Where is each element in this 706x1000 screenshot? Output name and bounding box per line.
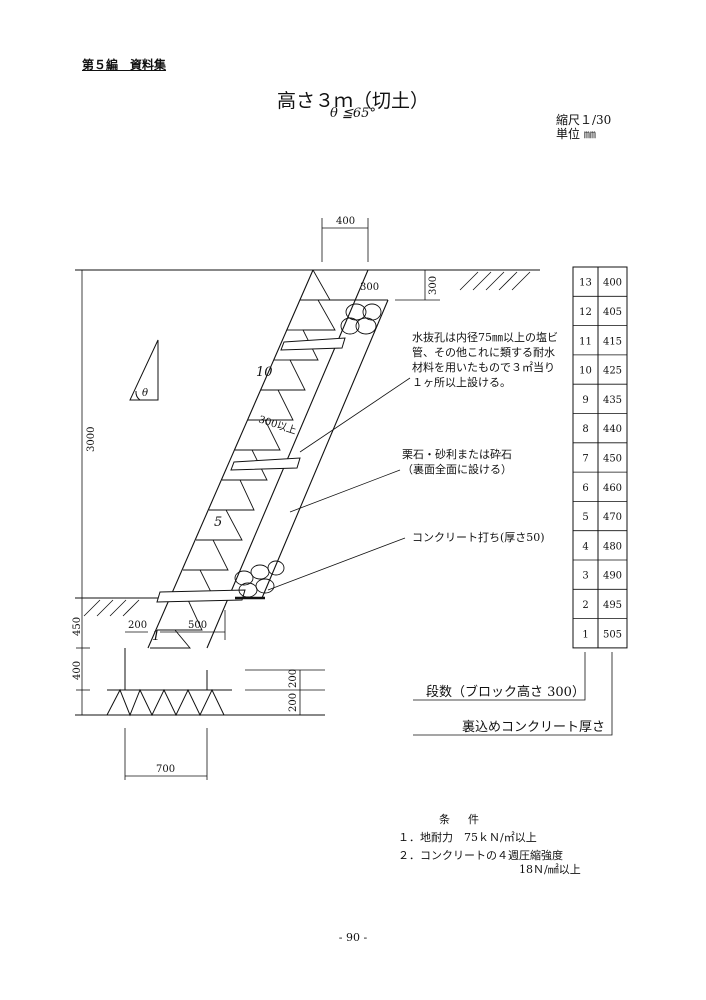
- condition-1: １．地耐力 75ｋＮ/㎡以上: [398, 831, 537, 844]
- drain-note-line2: 管、その他これに類する耐水: [412, 346, 555, 359]
- angle-label: θ: [142, 388, 148, 399]
- gravel-note-line2: （裏面全面に設ける）: [402, 463, 512, 476]
- foundation: [106, 648, 232, 717]
- gravel-note: 栗石・砂利または砕石 （裏面全面に設ける）: [402, 447, 512, 477]
- steps-label: 段数（ブロック高さ 300）: [426, 685, 585, 700]
- leader-lines: [267, 377, 613, 736]
- scale-ratio: 縮尺１/30: [556, 113, 612, 127]
- dim-400: 400: [72, 661, 83, 680]
- dim-500: 500: [188, 620, 207, 631]
- dim-700: 700: [156, 764, 175, 775]
- dim-top-depth: 300: [428, 276, 439, 295]
- angle-condition: θ ≦65°: [330, 106, 376, 121]
- conditions-heading: 条件: [439, 813, 497, 826]
- section-header: 第５編 資料集: [82, 58, 167, 72]
- condition-2b: 18Ｎ/㎟以上: [519, 863, 581, 876]
- table-thickness: 480: [603, 541, 622, 552]
- drain-note-line3: 材料を用いたもので３㎡当り: [412, 361, 555, 374]
- ground-hatching: [83, 271, 531, 617]
- drain-note: 水抜孔は内径75㎜以上の塩ビ 管、その他これに類する耐水 材料を用いたもので３㎡…: [412, 330, 558, 390]
- table-step: 5: [582, 512, 588, 523]
- table-thickness: 450: [603, 453, 622, 464]
- dim-top-width: 400: [336, 216, 355, 227]
- table-thickness: 470: [603, 512, 622, 523]
- table-thickness: 440: [603, 424, 622, 435]
- scale-unit: 単位 ㎜: [556, 127, 596, 141]
- table-step: 7: [582, 453, 588, 464]
- table-step: 6: [582, 483, 588, 494]
- angle-triangle: [129, 339, 159, 401]
- table-thickness: 490: [603, 571, 622, 582]
- block-label-5: 5: [214, 515, 222, 530]
- block-label-10: 10: [256, 365, 273, 380]
- table-step: 10: [579, 366, 592, 377]
- block-label-1: 1: [152, 629, 160, 644]
- table-step: 1: [582, 629, 588, 640]
- table-step: 4: [582, 541, 588, 552]
- dim-height: 3000: [86, 427, 97, 452]
- table-thickness: 460: [603, 483, 622, 494]
- table-thickness: 400: [603, 278, 622, 289]
- table-step: 9: [582, 395, 588, 406]
- gravel-stones: [234, 303, 382, 600]
- dim-drain-width: 300: [360, 282, 379, 293]
- drain-pipes: [156, 337, 346, 603]
- concrete-note: コンクリート打ち(厚さ50): [412, 531, 545, 544]
- table-thickness: 425: [603, 366, 622, 377]
- table-thickness: 505: [603, 629, 622, 640]
- dimension-lines: [76, 218, 440, 780]
- table-step: 3: [582, 571, 588, 582]
- table-step: 2: [582, 600, 588, 611]
- table-step: 12: [579, 307, 592, 318]
- table-thickness: 415: [603, 336, 622, 347]
- table-step: 8: [582, 424, 588, 435]
- drain-note-line1: 水抜孔は内径75㎜以上の塩ビ: [412, 331, 558, 344]
- table-thickness: 495: [603, 600, 622, 611]
- page-number: - 90 -: [338, 931, 368, 944]
- table-step: 11: [579, 336, 592, 347]
- dim-base-200a: 200: [288, 669, 299, 688]
- page-title: 高さ３ｍ（切土）: [276, 90, 429, 112]
- table-thickness: 435: [603, 395, 622, 406]
- table-step: 13: [579, 278, 592, 289]
- scale-info: 縮尺１/30 単位 ㎜: [556, 113, 611, 141]
- condition-2: ２．コンクリートの４週圧縮強度: [398, 849, 563, 862]
- dim-200: 200: [128, 620, 147, 631]
- gravel-note-line1: 栗石・砂利または砕石: [402, 448, 512, 461]
- table-thickness: 405: [603, 307, 622, 318]
- dim-base-200b: 200: [288, 693, 299, 712]
- table-frame: [572, 266, 628, 649]
- dim-450: 450: [72, 617, 83, 636]
- backfill-label: 裏込めコンクリート厚さ: [462, 720, 606, 735]
- drain-note-line4: １ヶ所以上設ける。: [412, 376, 511, 389]
